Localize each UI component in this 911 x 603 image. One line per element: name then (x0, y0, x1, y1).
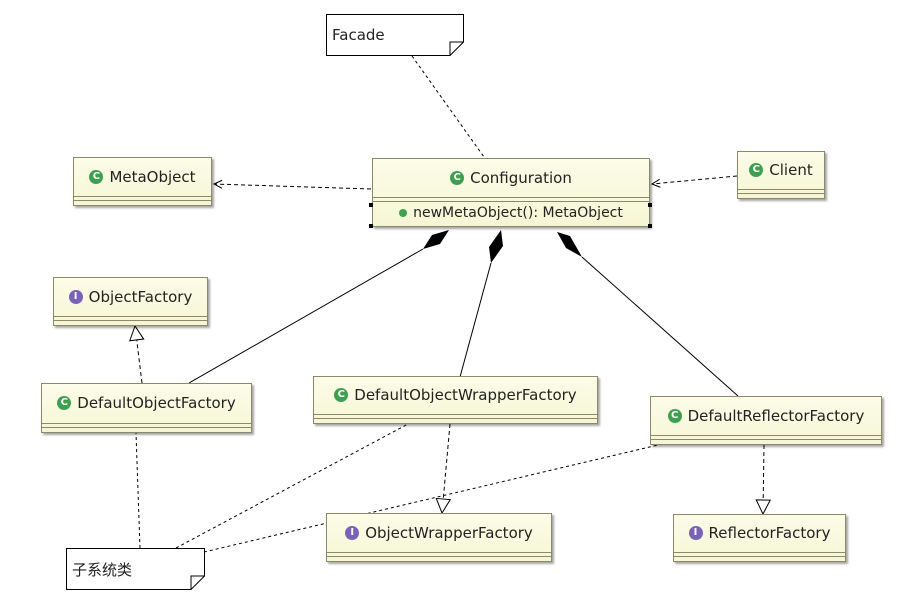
selection-handle[interactable] (648, 224, 652, 228)
class-icon: C (749, 163, 764, 177)
class-configuration[interactable]: C Configuration newMetaObject(): MetaObj… (372, 158, 650, 227)
composition-diamond-wrapperfactory (489, 230, 503, 263)
interface-objectwrapperfactory[interactable]: I ObjectWrapperFactory (326, 513, 552, 562)
realization-defaultobjectwrapperfactory (442, 423, 450, 513)
dependency-configuration-metaobject (214, 184, 372, 190)
class-name: DefaultObjectFactory (77, 394, 236, 412)
composition-line-reflectorfactory (581, 256, 739, 397)
class-icon: C (450, 171, 465, 185)
interface-name: ObjectWrapperFactory (365, 523, 533, 542)
class-icon: C (89, 169, 104, 184)
subsystem-link-wrapperfactory (175, 423, 409, 549)
class-name: DefaultObjectWrapperFactory (354, 386, 577, 404)
composition-line-wrapperfactory (459, 262, 492, 378)
selection-handle[interactable] (369, 203, 373, 207)
class-icon: C (57, 396, 72, 410)
subsystem-note[interactable]: 子系统类 (66, 548, 205, 590)
facade-note-label: Facade (332, 26, 385, 44)
interface-icon: I (68, 289, 83, 304)
class-metaobject[interactable]: C MetaObject (73, 157, 212, 206)
interface-icon: I (688, 526, 703, 540)
class-icon: C (667, 408, 682, 423)
interface-icon: I (345, 525, 360, 540)
realization-defaultreflectorfactory (763, 444, 764, 514)
selection-handle[interactable] (648, 203, 652, 207)
public-method-icon (399, 209, 408, 217)
class-name: Configuration (470, 169, 572, 187)
facade-note[interactable]: Facade (326, 14, 464, 56)
method-signature: newMetaObject(): MetaObject (413, 205, 623, 221)
realization-defaultobjectfactory (135, 326, 142, 384)
interface-name: ReflectorFactory (708, 524, 831, 542)
composition-diamond-reflectorfactory (557, 232, 582, 257)
note-shape (326, 14, 464, 56)
class-name: DefaultReflectorFactory (687, 406, 865, 425)
selection-handle[interactable] (369, 224, 373, 228)
composition-line-objectfactory (188, 248, 424, 384)
class-defaultobjectfactory[interactable]: C DefaultObjectFactory (41, 383, 252, 433)
dependency-client-configuration (652, 175, 738, 184)
class-name: Client (769, 161, 813, 179)
class-client[interactable]: C Client (737, 151, 825, 199)
subsystem-link-objectfactory (135, 432, 141, 549)
composition-diamond-objectfactory (423, 230, 449, 249)
interface-reflectorfactory[interactable]: I ReflectorFactory (673, 514, 846, 562)
class-icon: C (334, 388, 349, 402)
interface-objectfactory[interactable]: I ObjectFactory (53, 277, 208, 326)
facade-note-link (411, 55, 485, 158)
subsystem-note-label: 子系统类 (72, 560, 133, 579)
interface-name: ObjectFactory (88, 287, 193, 306)
class-defaultreflectorfactory[interactable]: C DefaultReflectorFactory (650, 396, 882, 445)
class-name: MetaObject (109, 167, 196, 186)
class-defaultobjectwrapperfactory[interactable]: C DefaultObjectWrapperFactory (313, 376, 598, 424)
note-shape (66, 548, 205, 590)
